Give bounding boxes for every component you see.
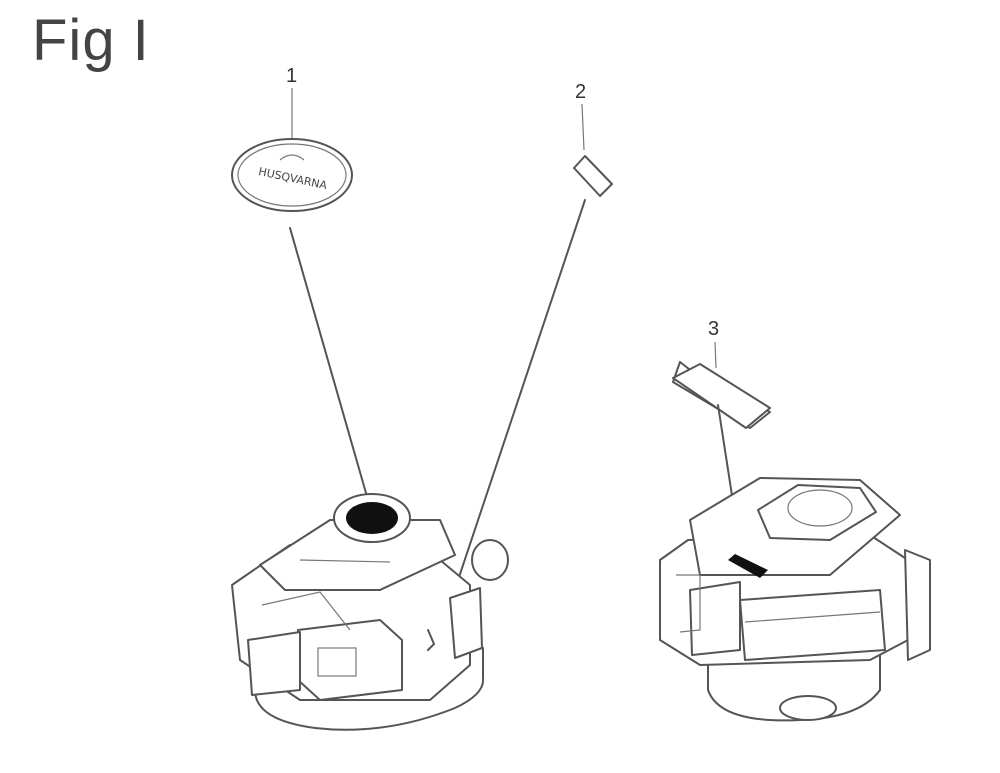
callout-1: 1	[286, 65, 297, 87]
crown-icon	[279, 154, 305, 161]
leader-line-1	[289, 227, 369, 501]
part-2-small-label	[573, 155, 613, 197]
engine-left	[231, 493, 509, 731]
callout-3-leader	[714, 341, 717, 369]
part-3-rect-label	[672, 361, 771, 429]
figure-title: Fig I	[32, 8, 150, 73]
callout-3: 3	[708, 318, 719, 340]
engine-left-fuel-cap	[346, 502, 398, 534]
part-1-oval-decal: HUSQVARNA	[231, 138, 353, 212]
callout-2-leader	[581, 103, 585, 151]
leader-line-2	[437, 199, 586, 641]
engine-right-label-mark	[728, 554, 768, 578]
engine-right	[659, 477, 931, 722]
callout-2: 2	[575, 81, 586, 103]
